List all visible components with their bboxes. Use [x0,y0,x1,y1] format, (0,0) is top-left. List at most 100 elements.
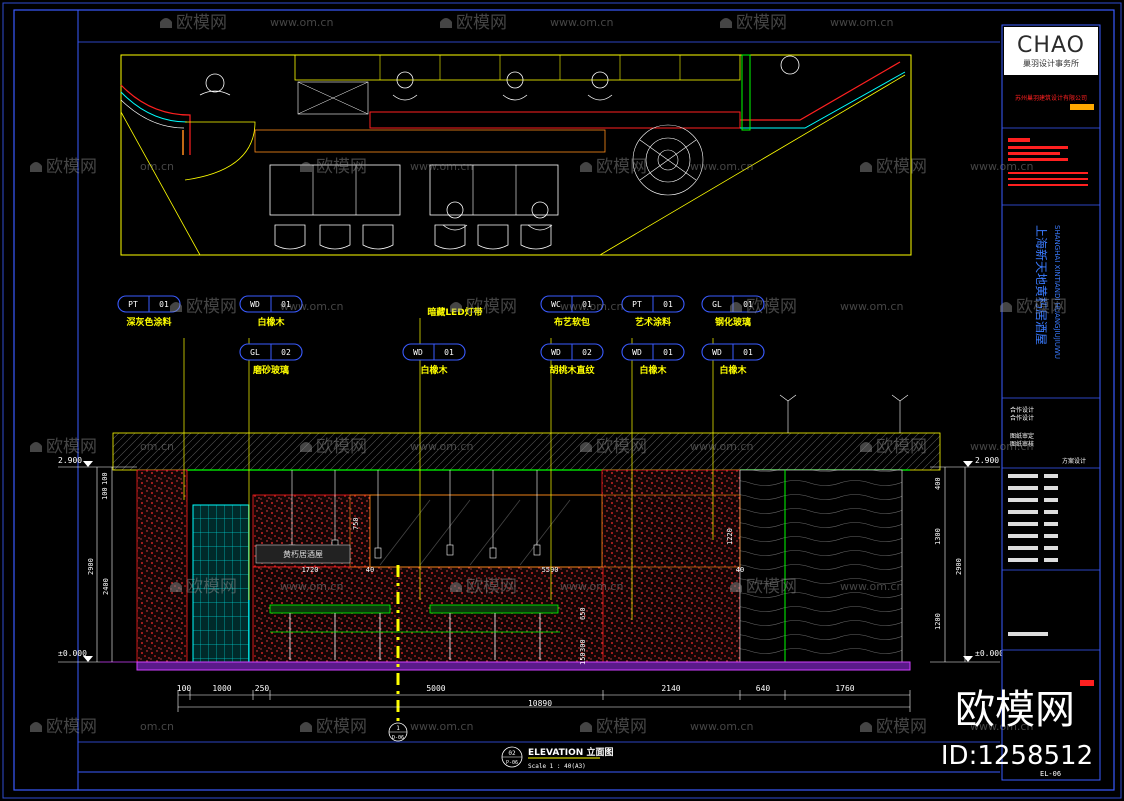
title-red-mark [1080,680,1094,686]
sofa-icon [300,722,312,732]
sofa-icon [440,18,452,28]
wall-light-icons [779,394,909,433]
material-tag-label: 白橡木 [639,364,667,376]
material-tag-label: 白橡木 [719,364,747,376]
title-row-a2: 合作设计 [1010,414,1034,422]
level-top-right: 2.900 [975,456,999,465]
sofa-icon [300,442,312,452]
plan-box [297,81,369,115]
company-line: 苏州巢羽建筑设计有限公司 [1015,94,1087,102]
plan-view [120,54,912,256]
material-tag-code: WD [413,348,423,357]
title-grid-rows [1008,474,1058,562]
sofa-icon [860,442,872,452]
plan-box-cross [297,81,369,115]
dim-bottom-100: 100 [177,684,192,693]
material-tag-code: PT [632,300,642,309]
material-leaders [183,318,714,620]
title-row-a1: 合作设计 [1010,406,1034,414]
watermark-brand: 欧模网 [876,717,927,737]
dim-bottom-640: 640 [756,684,771,693]
shop-sign [255,544,351,564]
bar-frame [349,494,741,568]
watermark-site: www.om.cn [280,580,343,593]
wall-panel-left [136,469,188,663]
vertical-dims [96,467,966,662]
level-top-left: 2.900 [58,456,82,465]
sofa-icon [30,162,42,172]
watermark-site: om.cn [140,720,174,733]
project-name-cn: 上海新天地黄朽居酒屋 [1034,225,1049,345]
dim-inner-1720: 1720 [302,566,319,574]
title-ref-bar [1008,632,1048,636]
wood-grain-panel [739,469,903,663]
dim-bottom-1760: 1760 [835,684,854,693]
watermark-site: www.om.cn [970,440,1033,453]
elevation-title-num: 02 [508,750,516,757]
sofa-icon [860,162,872,172]
plan-post [741,54,751,131]
plan-table-right [429,164,559,216]
callout-led-strip: 暗藏LED灯带 [427,306,482,318]
level-base-left: ±0.000 [58,649,87,658]
material-tag-code: GL [250,348,260,357]
material-tag-label: 磨砂玻璃 [252,364,289,376]
title-row-b2: 图纸审核 [1010,440,1034,448]
dim-right-2900: 2900 [955,558,963,575]
watermark-brand-large: 欧模网 [955,687,1075,733]
watermark-site: om.cn [140,160,174,173]
watermark-brand: 欧模网 [466,297,517,317]
plan-people-icons [199,55,800,231]
sofa-icon [30,442,42,452]
sofa-icon [720,18,732,28]
material-tag-label: 白橡木 [257,316,285,328]
watermark-site: www.om.cn [690,160,753,173]
plan-wall-left-red [120,84,191,155]
ceiling-hatch [112,432,941,471]
material-tag-num: 02 [582,348,592,357]
material-tag-label: 深灰色涂料 [126,316,171,328]
material-tag-num: 01 [444,348,454,357]
watermark-brand: 欧模网 [596,437,647,457]
plan-bar-counter [369,111,741,129]
plan-wall-right-red [740,61,901,121]
sofa-icon [160,18,172,28]
watermark-site: www.om.cn [270,16,333,29]
glass-reflection-lines [379,499,571,566]
plan-wall-left-white [120,99,185,129]
plan-front-counter [254,129,606,153]
watermark-site: www.om.cn [560,580,623,593]
watermark-brand: 欧模网 [466,577,517,597]
title-redbar-1 [1008,138,1030,142]
material-tag-num: 01 [743,348,753,357]
material-tag-code: GL [712,300,722,309]
counter-tables [269,604,560,660]
material-tag-label: 白橡木 [420,364,448,376]
dim-inner-300: 300 [579,639,587,652]
project-name-en: SHANGHAI XINTIANDI HUANGJIUJIUWU [1053,225,1061,359]
watermark-site: www.om.cn [410,160,473,173]
sofa-icon [450,582,462,592]
watermark-brand: 欧模网 [746,577,797,597]
dim-inner-650: 650 [579,607,587,620]
bar-counter-front [252,566,604,663]
material-tag-num: 01 [281,300,291,309]
floor-base [136,661,911,671]
sofa-icon [580,722,592,732]
section-marker-num: 1 [396,725,400,732]
